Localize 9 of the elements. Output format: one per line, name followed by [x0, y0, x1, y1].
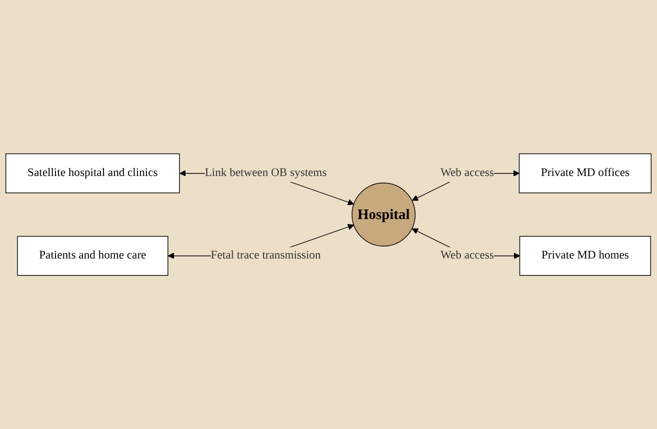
- edge-label: Web access: [440, 166, 494, 180]
- edge-label: Fetal trace transmission: [210, 249, 321, 262]
- node-box: Private MD homes: [519, 236, 651, 276]
- node-box: Private MD offices: [518, 153, 652, 194]
- node-box: Satellite hospital and clinics: [5, 153, 180, 194]
- node-box: Patients and home care: [17, 236, 168, 276]
- edge-label: Web access: [440, 249, 494, 262]
- edge-label: Link between OB systems: [204, 166, 327, 180]
- node-circle: Hospital: [352, 182, 416, 246]
